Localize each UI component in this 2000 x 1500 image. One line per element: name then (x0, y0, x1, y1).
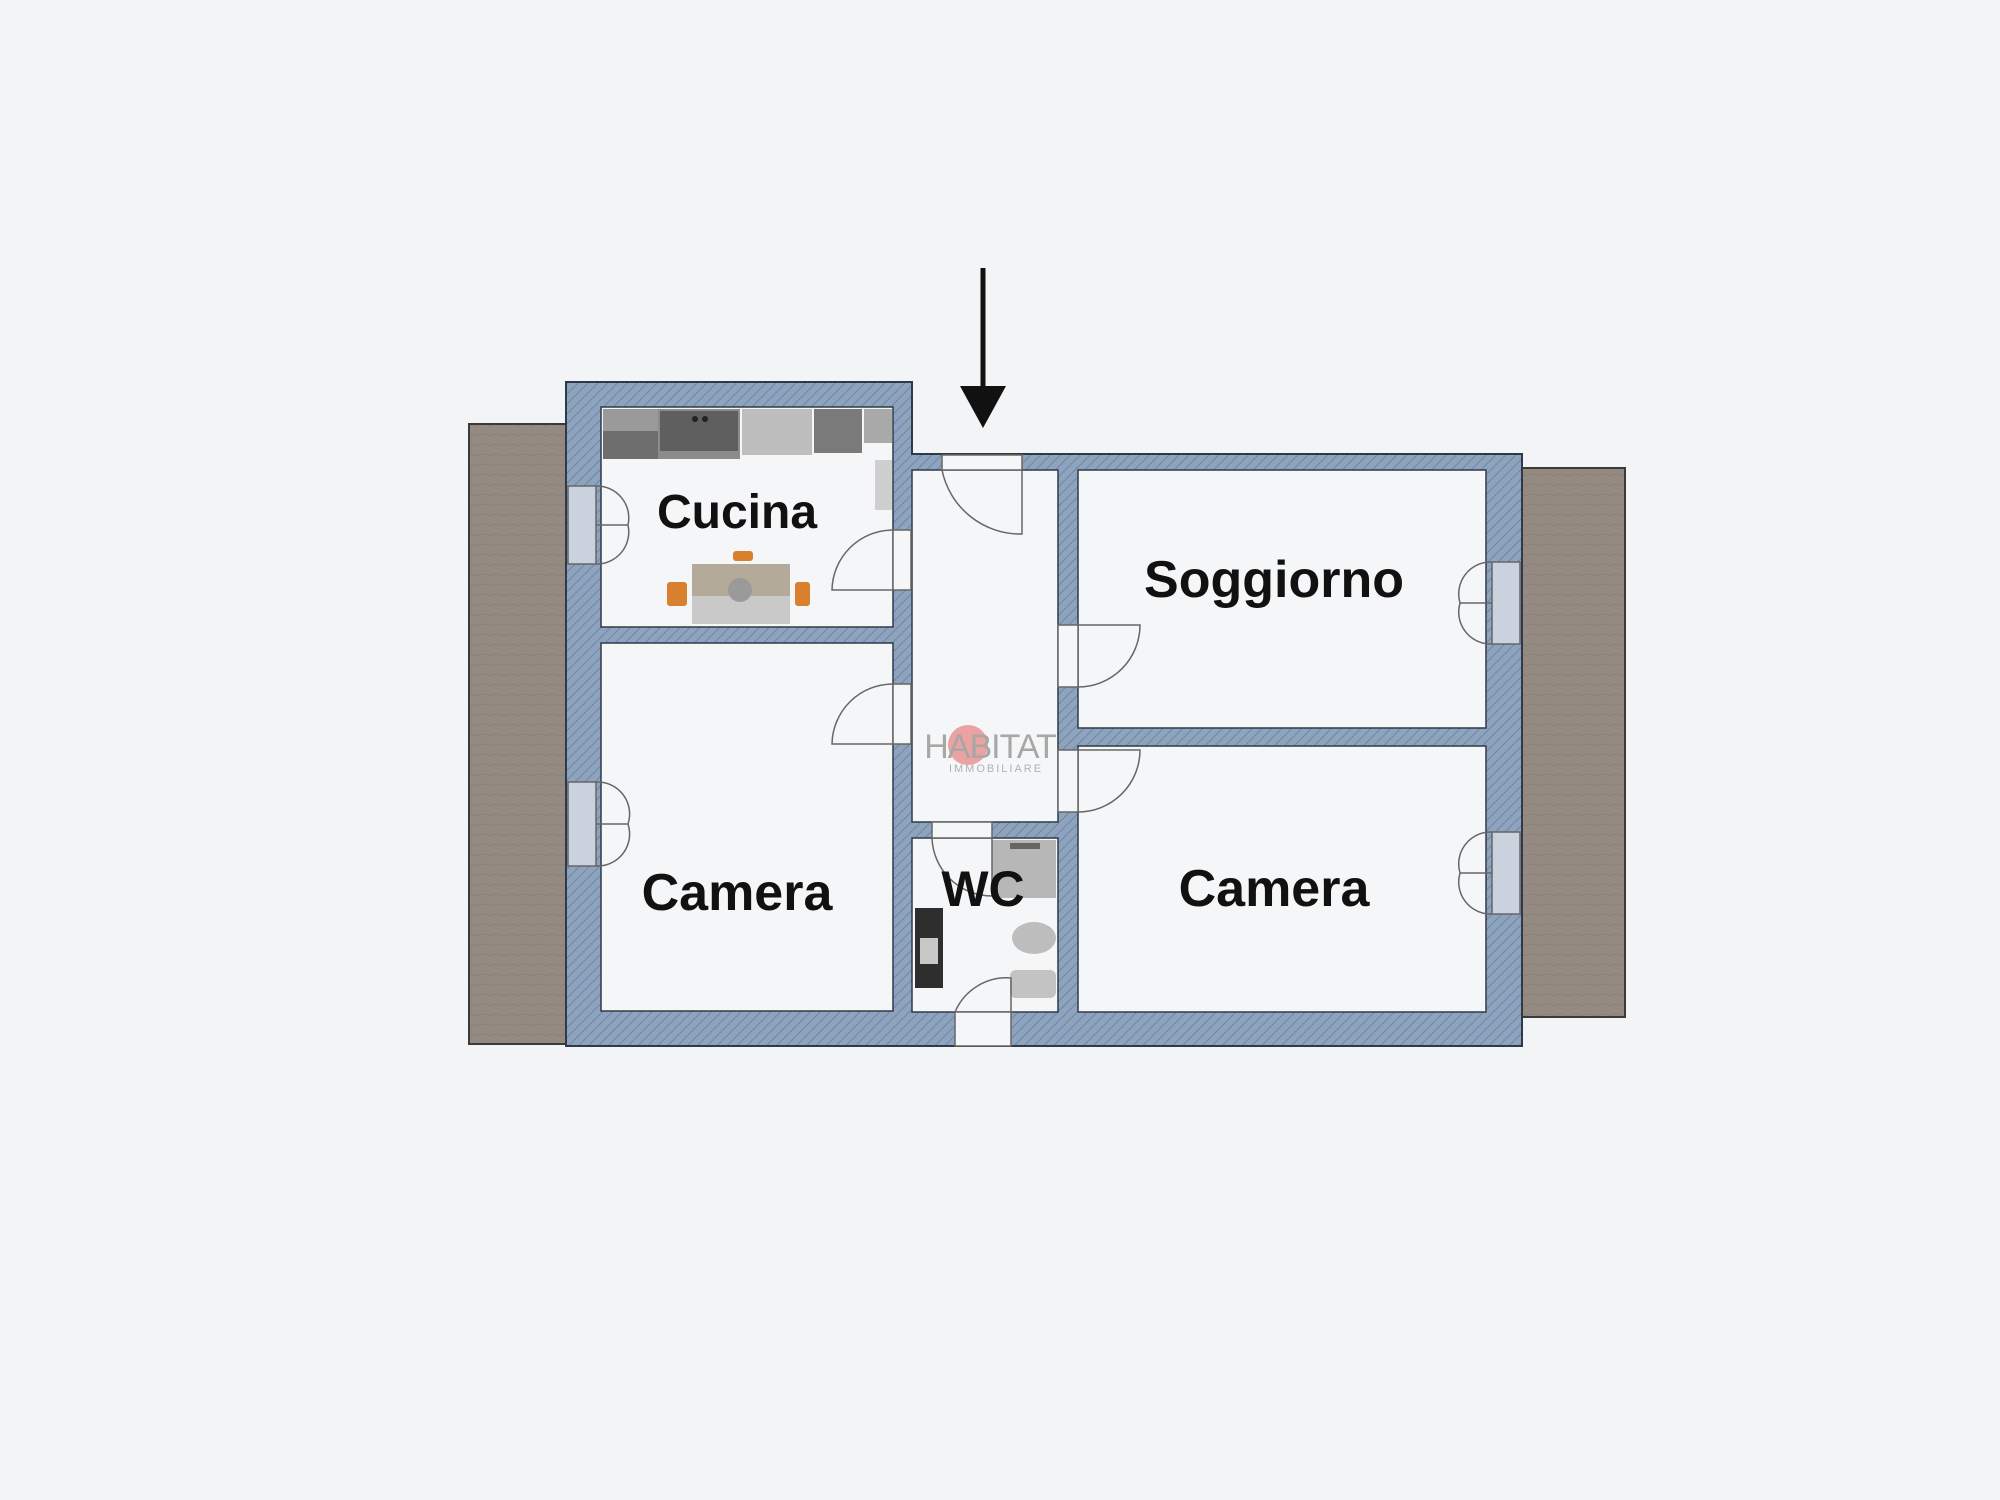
watermark-subtitle: IMMOBILIARE (949, 763, 1043, 775)
room-label-bedroom-right: Camera (1179, 860, 1371, 918)
watermark-logo: HABITAT IMMOBILIARE (924, 725, 1057, 775)
living-floor (1077, 469, 1487, 729)
room-label-bathroom: WC (941, 861, 1024, 917)
room-label-kitchen: Cucina (657, 486, 817, 539)
bathroom-fixtures (915, 840, 1056, 998)
bedroom-left-floor (600, 642, 894, 1012)
down-arrow-icon (960, 268, 1006, 428)
balcony-left (468, 423, 568, 1045)
window-icon (567, 485, 1521, 915)
room-label-bedroom-left: Camera (642, 864, 834, 922)
dining-table (667, 551, 810, 624)
watermark-brand: HABITAT (924, 728, 1056, 766)
door-swing-icon (831, 454, 1141, 1047)
bedroom-right-floor (1077, 745, 1487, 1013)
kitchen-counter (603, 409, 892, 510)
room-label-living: Soggiorno (1144, 551, 1404, 609)
balcony-right (1521, 467, 1626, 1018)
